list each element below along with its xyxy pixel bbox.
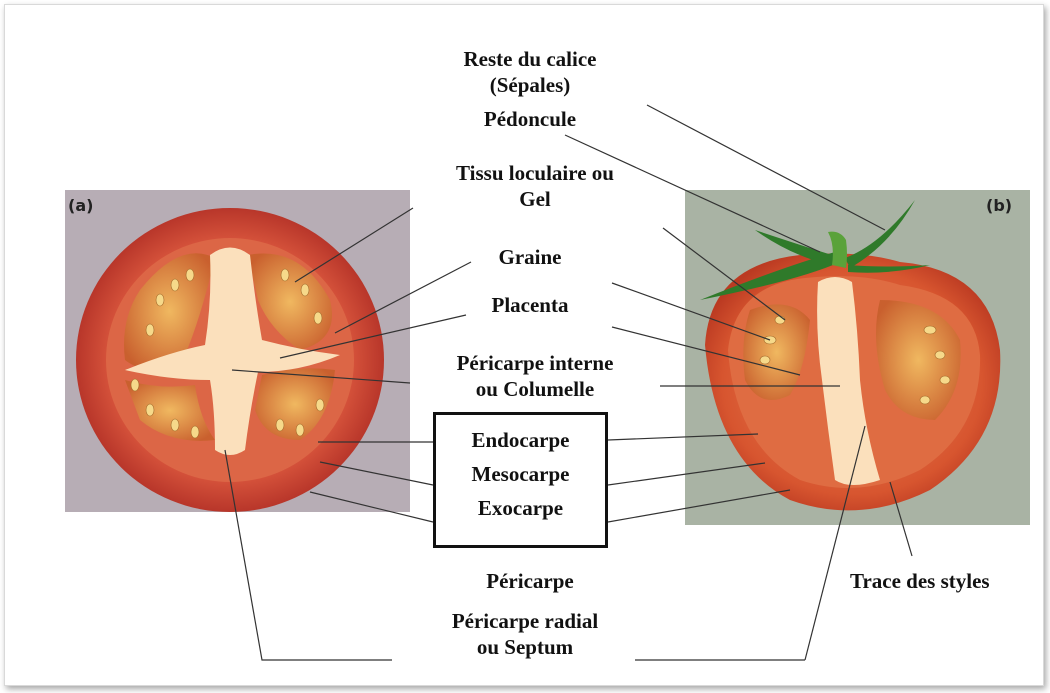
label-pericarpe-interne-line1: Péricarpe interne [410,350,660,376]
tomato-cross-section-a [76,208,384,512]
label-pericarpe-radial: Péricarpe radial ou Septum [410,608,640,660]
label-endocarpe: Endocarpe [433,427,608,453]
label-pericarpe-interne: Péricarpe interne ou Columelle [410,350,660,402]
label-mesocarpe: Mesocarpe [433,461,608,487]
label-reste-du-calice: Reste du calice (Sépales) [430,46,630,98]
label-trace-des-styles: Trace des styles [850,568,1040,594]
label-tissu-loculaire-line2: Gel [410,186,660,212]
label-reste-du-calice-line1: Reste du calice [430,46,630,72]
panel-b-tag: (b) [986,196,1012,215]
label-pedoncule: Pédoncule [430,106,630,132]
label-pericarpe-interne-line2: ou Columelle [410,376,660,402]
label-pericarpe-radial-line1: Péricarpe radial [410,608,640,634]
label-placenta: Placenta [430,292,630,318]
label-exocarpe: Exocarpe [433,495,608,521]
label-reste-du-calice-line2: (Sépales) [430,72,630,98]
label-graine: Graine [430,244,630,270]
label-pericarpe: Péricarpe [430,568,630,594]
label-tissu-loculaire: Tissu loculaire ou Gel [410,160,660,212]
label-tissu-loculaire-line1: Tissu loculaire ou [410,160,660,186]
label-pericarpe-radial-line2: ou Septum [410,634,640,660]
panel-a-tag: (a) [68,196,93,215]
